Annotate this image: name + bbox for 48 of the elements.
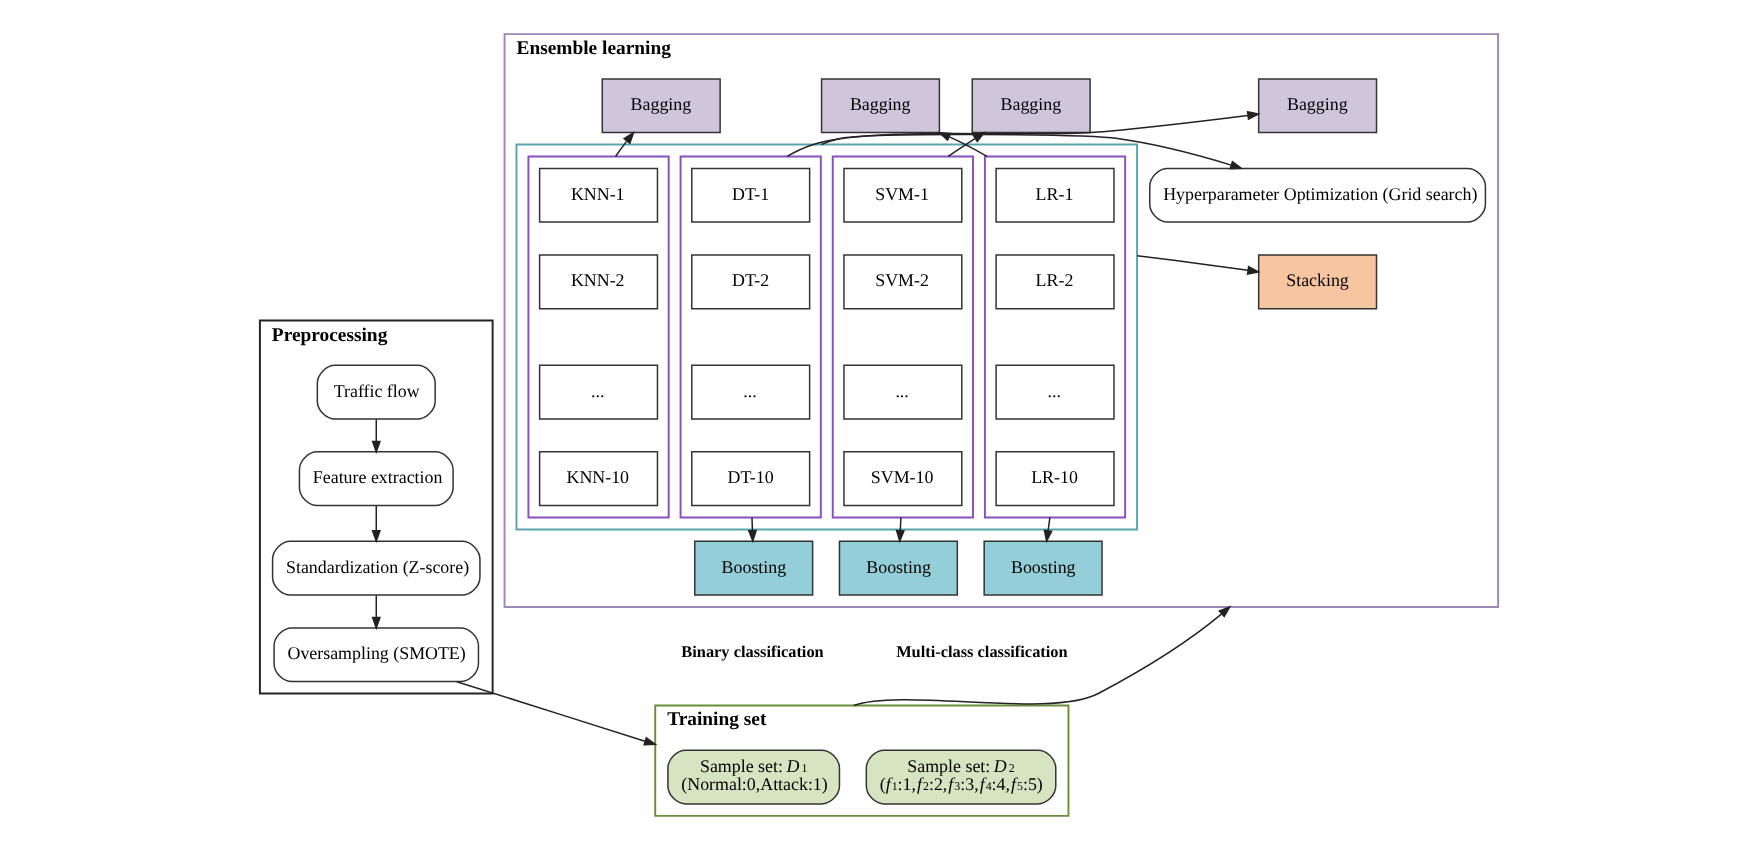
node-box: Oversampling (SMOTE) [272,627,479,683]
node-box: ... [690,364,810,420]
node-box: Traffic flow [315,364,435,420]
node-box: SVM-1 [842,167,962,223]
arrow [746,516,757,544]
node-box: ... [842,364,962,420]
arrow [613,130,634,158]
arrow [370,504,380,544]
arrow [370,418,380,455]
node-box: KNN-10 [537,451,658,507]
arrow [819,133,1243,170]
label: Binary classification [680,643,823,662]
node-box: Standardization (Z-score) [270,540,480,596]
cluster [982,155,1126,519]
node-box: Feature extraction [297,451,453,507]
node-box: Boosting [693,540,813,596]
node-box: ... [994,364,1114,420]
cluster [678,155,821,519]
node-box: ... [537,364,658,420]
cluster [526,155,669,519]
node-box: LR-10 [994,451,1114,507]
node-box: Stacking [1256,254,1377,310]
node-box: Bagging [1256,78,1377,134]
node-box: Boosting [837,540,958,596]
arrow [946,131,985,158]
arrow [455,680,657,746]
node-box: KNN-1 [537,167,658,223]
label: Multi-class classification [895,643,1067,662]
node-box: Bagging [970,78,1090,134]
node-box: Hyperparameter Optimization (Grid search) [1148,167,1486,223]
node-box: Bagging [819,78,940,134]
arrow [1135,254,1260,275]
node-box: Bagging [600,78,720,134]
node-box: Boosting [982,540,1102,596]
node-box: LR-1 [994,167,1114,223]
node-box: SVM-10 [842,451,962,507]
arrow [785,110,1260,158]
node-box: LR-2 [994,254,1114,310]
arrow [1042,516,1052,544]
node-box: DT-10 [690,451,810,507]
arrow [370,594,380,631]
node-box: DT-1 [690,167,810,223]
node-box: DT-2 [690,254,810,310]
cluster [830,155,973,519]
arrow [851,605,1231,707]
arrow [936,131,987,158]
node-box: SVM-2 [842,254,962,310]
node-box: KNN-2 [537,254,658,310]
